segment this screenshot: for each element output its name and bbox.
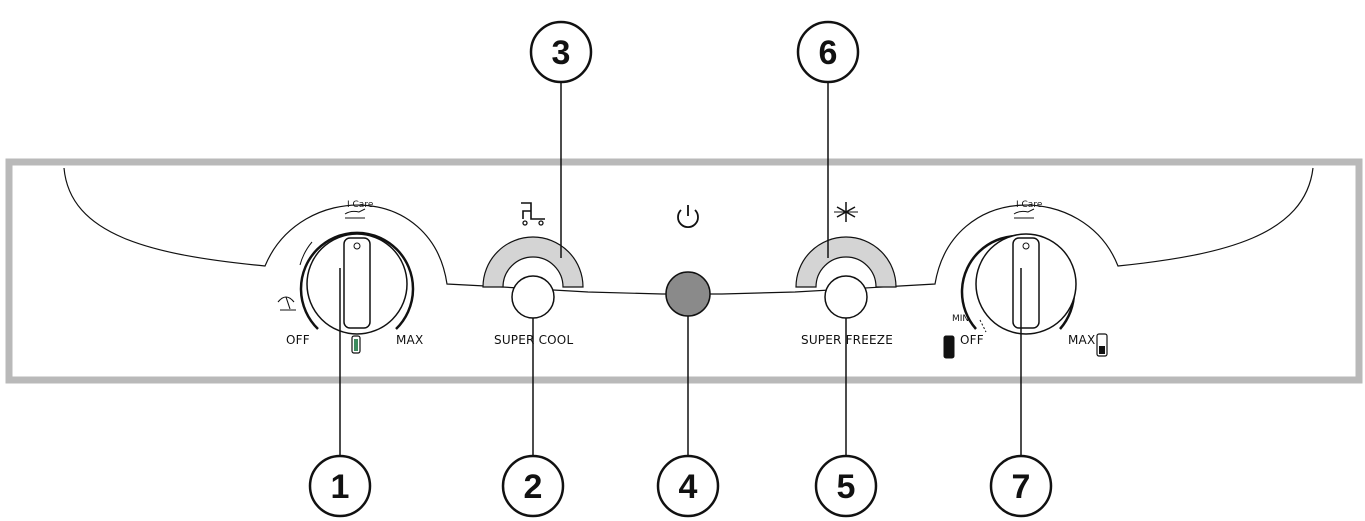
power-button[interactable] bbox=[665, 271, 711, 317]
fridge-icare-label: I Care bbox=[347, 200, 374, 210]
panel-frame bbox=[5, 158, 1363, 384]
callout-leaders bbox=[339, 82, 1022, 456]
freezer-dial-group: I Care MIN OFF MAX bbox=[943, 200, 1108, 359]
freezer-icare-label: I Care bbox=[1016, 200, 1043, 210]
callout-1-number: 1 bbox=[331, 468, 350, 506]
callout-3-number: 3 bbox=[552, 34, 571, 72]
fridge-dial-scale-tick bbox=[299, 241, 313, 266]
freezer-off-indicator-icon bbox=[943, 335, 955, 359]
super-freeze-button[interactable] bbox=[824, 275, 868, 319]
shopping-cart-icon bbox=[521, 202, 545, 226]
fridge-dial-group: I Care OFF MAX bbox=[277, 200, 423, 354]
freezer-dial-pointer bbox=[1022, 242, 1030, 250]
freezer-dial-min-ticks bbox=[979, 319, 987, 333]
super-cool-indicator-light bbox=[482, 236, 584, 288]
callout-7-number: 7 bbox=[1012, 468, 1031, 506]
freezer-off-label: OFF bbox=[960, 333, 984, 347]
callout-6: 6 bbox=[796, 20, 860, 84]
fridge-temp-indicator-fill bbox=[354, 339, 358, 351]
super-freeze-label: SUPER FREEZE bbox=[801, 333, 893, 347]
callout-4: 4 bbox=[656, 454, 720, 518]
freezer-dial-grip[interactable] bbox=[1012, 237, 1040, 329]
callout-3: 3 bbox=[529, 20, 593, 84]
fridge-icare-hand-icon bbox=[344, 208, 366, 219]
callout-5-number: 5 bbox=[837, 468, 856, 506]
callout-4-number: 4 bbox=[679, 468, 698, 506]
fridge-off-label: OFF bbox=[286, 333, 310, 347]
callout-2: 2 bbox=[501, 454, 565, 518]
freezer-max-label: MAX bbox=[1068, 333, 1095, 347]
snowflake-icon bbox=[834, 202, 858, 222]
freezer-icare-hand-icon bbox=[1013, 208, 1035, 219]
fridge-max-label: MAX bbox=[396, 333, 423, 347]
callout-2-number: 2 bbox=[524, 468, 543, 506]
fridge-dial-scale bbox=[299, 231, 415, 330]
super-cool-button[interactable] bbox=[511, 275, 555, 319]
super-cool-group: SUPER COOL bbox=[482, 202, 584, 347]
super-freeze-indicator-light bbox=[795, 236, 897, 288]
freezer-max-indicator-fill bbox=[1099, 346, 1105, 354]
callout-7: 7 bbox=[989, 454, 1053, 518]
callout-5: 5 bbox=[814, 454, 878, 518]
power-icon bbox=[677, 205, 699, 229]
fridge-dial-pointer bbox=[353, 242, 361, 250]
power-group bbox=[665, 205, 711, 317]
callout-1: 1 bbox=[308, 454, 372, 518]
fridge-dial-grip[interactable] bbox=[343, 237, 371, 329]
freezer-min-label: MIN bbox=[952, 314, 969, 324]
beach-umbrella-icon bbox=[277, 296, 296, 311]
callout-6-number: 6 bbox=[819, 34, 838, 72]
